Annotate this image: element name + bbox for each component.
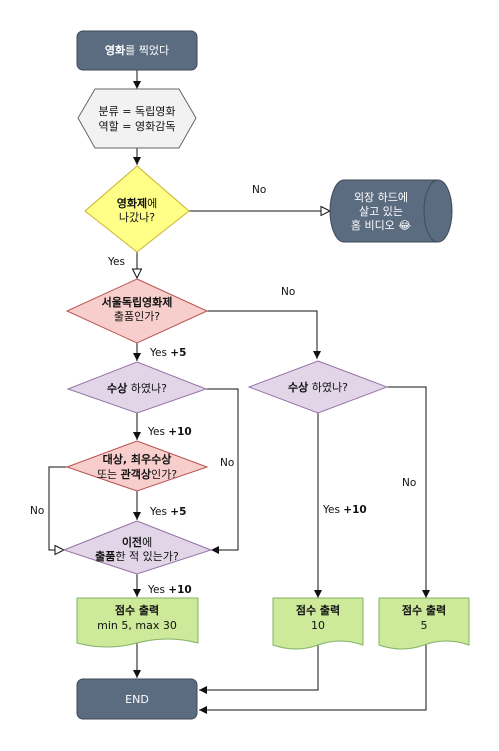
node-start-label: 영화를 찍었다 — [105, 43, 169, 57]
label-festival-no: No — [252, 184, 266, 196]
node-prior-line1: 이전에 — [122, 535, 152, 549]
node-prior-shape — [62, 520, 213, 575]
node-out-left-title: 점수 출력 — [115, 603, 159, 617]
node-grand-line1: 대상, 최우수상 — [103, 452, 172, 466]
label-grand-yes-points: +5 — [170, 506, 186, 518]
label-grand-yes: Yes +5 — [149, 506, 186, 518]
edge-grand-no-prior — [48, 466, 67, 556]
node-end-label: END — [125, 693, 149, 706]
edge-out-mid-end — [199, 645, 319, 694]
node-award-left: 수상 하였나? — [66, 361, 208, 414]
node-hdd-line1: 외장 하드에 — [354, 190, 408, 204]
label-award-right-yes-points: +10 — [343, 504, 366, 516]
node-prior-rest2: 한 적 있는가? — [115, 550, 179, 563]
node-out-right: 점수 출력 5 — [378, 597, 470, 650]
node-siff: 서울독립영화제 출품인가? — [65, 278, 209, 344]
node-award-right-rest: 하였나? — [308, 380, 348, 394]
label-prior-yes: Yes +10 — [147, 584, 192, 596]
label-siff-yes-text: Yes — [149, 347, 170, 359]
edge-siff-no-award-right — [207, 310, 321, 359]
node-award-right-bold: 수상 — [288, 380, 308, 394]
node-grand: 대상, 최우수상 또는 관객상인가? — [65, 440, 209, 492]
label-prior-yes-text: Yes — [147, 584, 168, 596]
node-grand-shape — [65, 440, 209, 492]
node-grand-line2-bold: 관객상 — [121, 467, 151, 481]
node-grand-line2-post: 인가? — [151, 468, 177, 481]
label-prior-yes-points: +10 — [168, 584, 191, 596]
node-grand-line2-pre: 또는 — [97, 468, 121, 481]
node-prep-shape — [77, 88, 197, 149]
node-festival-line2: 나갔나? — [119, 211, 155, 224]
node-festival-bold: 영화제 — [117, 196, 147, 210]
node-start-text: 를 찍었다 — [125, 44, 169, 57]
node-siff-line2: 출품인가? — [114, 310, 160, 323]
node-hdd-line3: 홈 비디오 😂 — [351, 218, 411, 232]
edge-labels: No Yes No Yes +5 Yes +10 No No Yes +5 Ye… — [30, 184, 416, 596]
node-prep: 분류 = 독립영화 역할 = 영화감독 — [77, 88, 197, 149]
node-out-mid-value: 10 — [311, 619, 325, 632]
node-start-bold: 영화 — [105, 43, 125, 57]
node-hdd-cap — [423, 179, 439, 243]
node-festival-rest: 에 — [147, 197, 157, 210]
node-prior-bold1: 이전 — [122, 535, 142, 549]
label-siff-yes: Yes +5 — [149, 347, 186, 359]
label-award-left-yes: Yes +10 — [147, 426, 192, 438]
node-prep-line1: 분류 = 독립영화 — [99, 105, 176, 118]
node-out-right-shape — [378, 597, 470, 650]
label-award-right-yes: Yes +10 — [322, 504, 367, 516]
label-siff-no: No — [281, 286, 295, 298]
edge-out-right-end — [199, 645, 427, 714]
node-siff-shape — [65, 278, 209, 344]
node-end-shape — [76, 678, 198, 720]
node-award-left-rest: 하였나? — [127, 381, 167, 395]
node-hdd: 외장 하드에 살고 있는 홈 비디오 😂 — [329, 179, 453, 243]
node-out-left: 점수 출력 min 5, max 30 — [76, 597, 199, 648]
node-out-right-value: 5 — [421, 619, 428, 632]
label-award-right-no: No — [402, 477, 416, 489]
label-award-left-no: No — [220, 457, 234, 469]
node-prior-rest1: 에 — [142, 536, 152, 549]
edge-award-left-no-prior — [206, 388, 239, 554]
node-award-right-shape — [247, 360, 389, 414]
node-award-left-label: 수상 하였나? — [107, 381, 167, 395]
node-out-mid: 점수 출력 10 — [272, 597, 364, 650]
edge-award-right-no-out-right — [387, 386, 430, 598]
node-prior: 이전에 출품한 적 있는가? — [62, 520, 213, 575]
label-award-left-yes-text: Yes — [147, 426, 168, 438]
node-prep-line2: 역할 = 영화감독 — [99, 120, 176, 133]
node-hdd-line2: 살고 있는 — [359, 205, 403, 218]
node-grand-line2: 또는 관객상인가? — [97, 467, 177, 481]
label-festival-yes: Yes — [107, 256, 125, 268]
node-festival-line1: 영화제에 — [117, 196, 158, 210]
node-award-left-bold: 수상 — [107, 381, 127, 395]
node-out-mid-shape — [272, 597, 364, 650]
node-start: 영화를 찍었다 — [76, 30, 198, 71]
node-festival-shape — [84, 165, 190, 253]
node-festival: 영화제에 나갔나? — [84, 165, 190, 253]
label-award-right-yes-text: Yes — [322, 504, 343, 516]
node-award-left-shape — [66, 361, 208, 414]
node-siff-line1: 서울독립영화제 — [102, 295, 173, 309]
node-out-left-shape — [76, 597, 199, 648]
label-award-left-yes-points: +10 — [168, 426, 191, 438]
node-award-right-label: 수상 하였나? — [288, 380, 348, 394]
node-prior-line2: 출품한 적 있는가? — [95, 549, 179, 563]
label-grand-yes-text: Yes — [149, 506, 170, 518]
node-out-left-value: min 5, max 30 — [97, 619, 177, 632]
connectors — [48, 70, 430, 714]
node-prior-bold2: 출품 — [95, 549, 115, 563]
node-end: END — [76, 678, 198, 720]
node-out-right-title: 점수 출력 — [402, 603, 446, 617]
node-out-mid-title: 점수 출력 — [296, 603, 340, 617]
label-siff-yes-points: +5 — [170, 347, 186, 359]
node-award-right: 수상 하였나? — [247, 360, 389, 414]
label-grand-no: No — [30, 505, 44, 517]
node-start-shape — [76, 30, 198, 71]
